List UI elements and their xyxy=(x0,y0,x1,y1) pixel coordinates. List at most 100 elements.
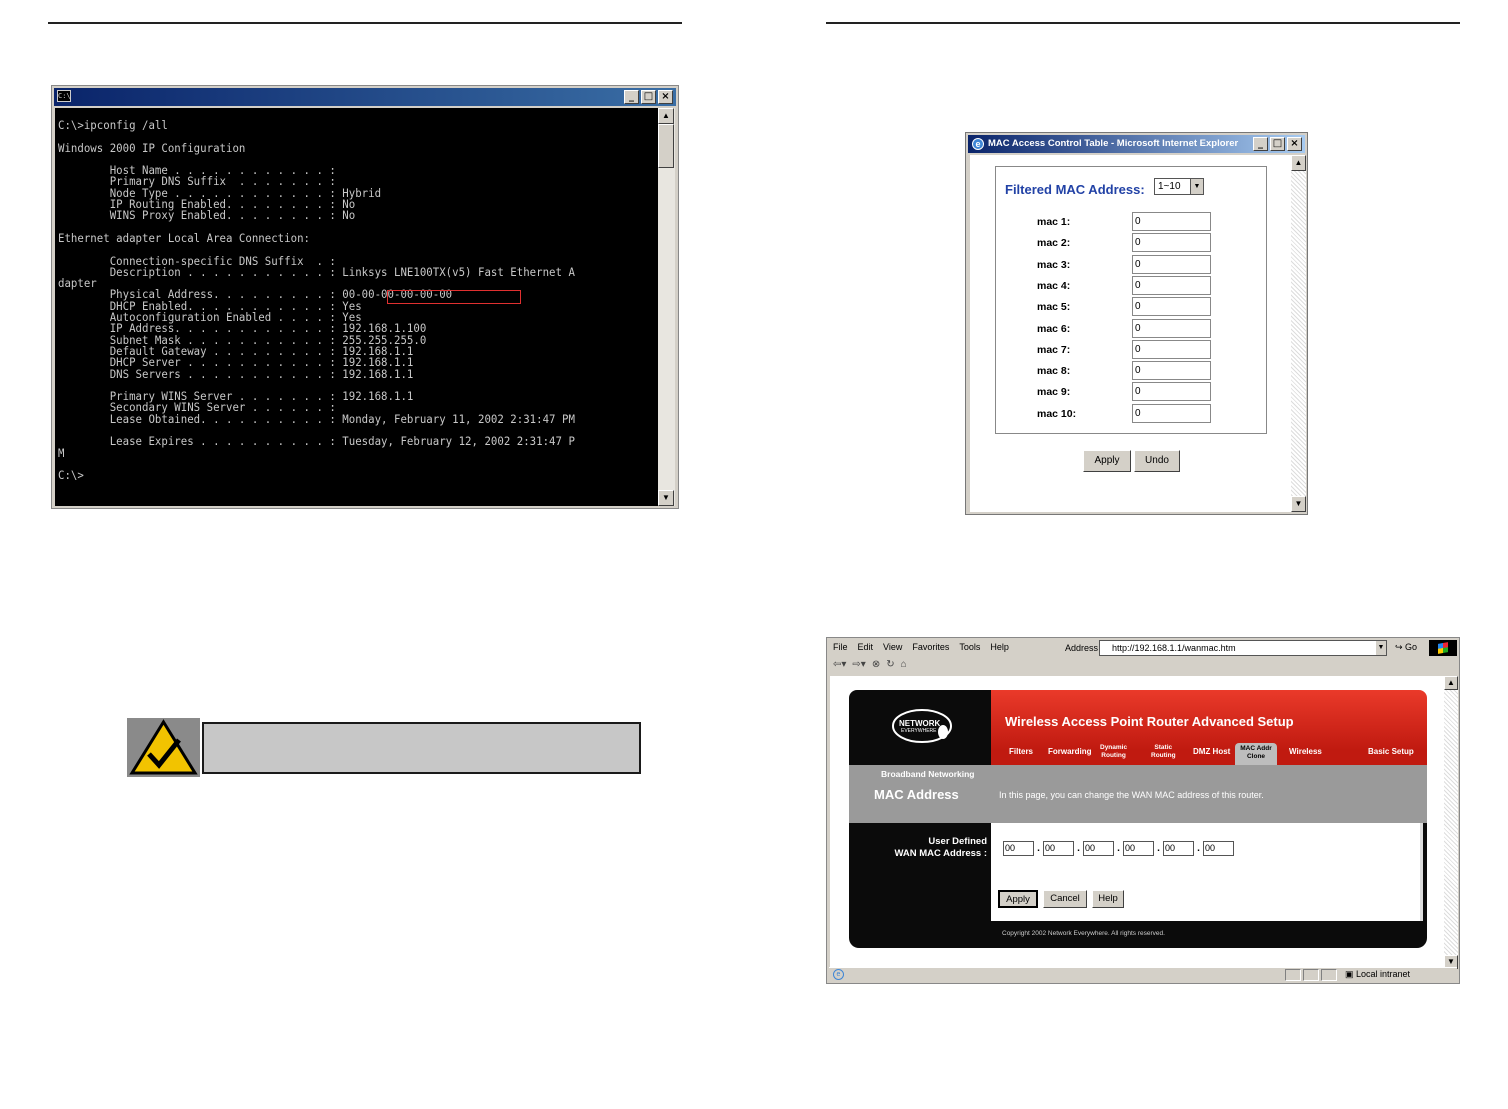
header-red xyxy=(991,690,1427,750)
wan-mac-field-label: User Defined WAN MAC Address : xyxy=(879,836,987,860)
tab-mac-label-1: MAC Addr xyxy=(1240,745,1272,752)
menu-item[interactable]: File xyxy=(833,642,848,652)
network-everywhere-logo: NETWORK EVERYWHERE xyxy=(891,706,953,746)
octet-separator: . xyxy=(1157,843,1160,854)
tab-filters[interactable]: Filters xyxy=(1009,748,1033,756)
mac-input[interactable]: 0 xyxy=(1132,212,1211,231)
cmd-scrollbar[interactable]: ▲ ▼ xyxy=(658,108,675,506)
page-description: In this page, you can change the WAN MAC… xyxy=(999,790,1264,800)
popup-scrollbar[interactable]: ▲ ▼ xyxy=(1291,155,1306,512)
apply-button[interactable]: Apply xyxy=(1083,450,1131,472)
back-icon[interactable]: ⇦▾ xyxy=(833,659,847,670)
mac-row: mac 4:0 xyxy=(996,275,1256,296)
scroll-thumb[interactable] xyxy=(658,124,674,168)
cmd-line: Default Gateway . . . . . . . . . : 192.… xyxy=(58,344,414,358)
address-bar[interactable]: http://192.168.1.1/wanmac.htm xyxy=(1099,640,1387,656)
stop-icon[interactable]: ⊗ xyxy=(871,659,881,670)
forward-icon[interactable]: ⇨▾ xyxy=(852,659,866,670)
refresh-icon[interactable]: ↻ xyxy=(886,659,895,670)
field-label-line-1: User Defined xyxy=(928,836,987,847)
maximize-button[interactable]: □ xyxy=(641,90,656,104)
tab-basic-setup[interactable]: Basic Setup xyxy=(1368,748,1414,756)
cmd-line: Connection-specific DNS Suffix . : xyxy=(58,254,336,268)
mac-octet-input[interactable]: 00 xyxy=(1083,841,1114,856)
cmd-icon[interactable]: C:\ xyxy=(57,90,71,102)
mac-row: mac 10: 0 xyxy=(996,403,1256,424)
close-button[interactable]: × xyxy=(658,90,673,104)
mac-input[interactable]: 0 xyxy=(1132,382,1211,402)
apply-button[interactable]: Apply xyxy=(998,890,1038,908)
mac-input[interactable]: 0 xyxy=(1132,254,1211,274)
mac-row: mac 8:0 xyxy=(996,361,1256,381)
close-button[interactable]: × xyxy=(1287,137,1302,151)
filter-range-select[interactable]: 1~10 ▼ xyxy=(1154,178,1204,195)
mac-access-control-window: e MAC Access Control Table - Microsoft I… xyxy=(965,132,1308,515)
chevron-down-icon[interactable]: ▼ xyxy=(1376,641,1386,655)
title-band xyxy=(849,765,1427,823)
cmd-line: Lease Obtained. . . . . . . . . . : Mond… xyxy=(58,412,575,426)
mac-input[interactable]: 0 xyxy=(1132,318,1211,338)
physical-address-highlight xyxy=(387,290,521,304)
chevron-down-icon[interactable]: ▼ xyxy=(1190,179,1203,194)
cmd-line: IP Routing Enabled. . . . . . . . : No xyxy=(58,198,356,212)
tab-mac-label-2: Clone xyxy=(1246,753,1266,760)
tab-forwarding[interactable]: Forwarding xyxy=(1048,748,1092,756)
mac-octet-input[interactable]: 00 xyxy=(1003,841,1034,856)
tab-wireless[interactable]: Wireless xyxy=(1289,748,1322,756)
cmd-line: Primary DNS Suffix . . . . . . . : xyxy=(58,175,336,189)
mac-input[interactable]: 0 xyxy=(1132,361,1211,381)
mac-input[interactable]: 0 xyxy=(1132,403,1211,423)
maximize-button[interactable]: □ xyxy=(1270,137,1285,151)
minimize-button[interactable]: _ xyxy=(624,90,639,104)
mac-octet-input[interactable]: 00 xyxy=(1043,841,1074,856)
cmd-line: C:\>ipconfig /all xyxy=(58,119,168,132)
mac-input[interactable]: 0 xyxy=(1132,339,1211,359)
mac-label: mac 5: xyxy=(1037,301,1071,314)
scroll-up-arrow-icon[interactable]: ▲ xyxy=(1444,676,1458,690)
scroll-down-arrow-icon[interactable]: ▼ xyxy=(658,490,674,506)
mac-label: mac 3: xyxy=(1037,258,1071,271)
mac-row: mac 6:0 xyxy=(996,318,1256,339)
mac-octet-input[interactable]: 00 xyxy=(1203,841,1234,856)
octet-separator: . xyxy=(1117,843,1120,854)
minimize-button[interactable]: _ xyxy=(1253,137,1268,151)
filtered-mac-label: Filtered MAC Address: xyxy=(1005,182,1145,197)
help-button[interactable]: Help xyxy=(1092,890,1124,908)
menu-item[interactable]: Edit xyxy=(857,642,874,652)
menu-item[interactable]: Favorites xyxy=(912,642,950,652)
tab-dmz-host[interactable]: DMZ Host xyxy=(1193,748,1230,756)
browser-scrollbar[interactable]: ▲ ▼ xyxy=(1444,676,1458,969)
menu-item[interactable]: Help xyxy=(990,642,1009,652)
ie-icon: e xyxy=(972,138,984,150)
mac-row: mac 7:0 xyxy=(996,339,1256,360)
mac-input[interactable]: 0 xyxy=(1132,233,1211,253)
mac-octet-input[interactable]: 00 xyxy=(1123,841,1154,856)
scroll-up-arrow-icon[interactable]: ▲ xyxy=(1291,155,1306,171)
go-button[interactable]: ↪ Go xyxy=(1395,642,1418,652)
cmd-line: M xyxy=(58,446,65,460)
browser-content: NETWORK EVERYWHERE Wireless Access Point… xyxy=(830,676,1444,969)
scroll-down-arrow-icon[interactable]: ▼ xyxy=(1291,496,1306,512)
mac-input[interactable]: 0 xyxy=(1132,297,1211,317)
page-icon: e xyxy=(833,969,844,980)
home-icon[interactable]: ⌂ xyxy=(900,659,907,670)
cancel-button[interactable]: Cancel xyxy=(1043,890,1087,908)
mac-input[interactable]: 0 xyxy=(1132,275,1211,295)
zone-label: Local intranet xyxy=(1356,969,1411,979)
popup-title: MAC Access Control Table - Microsoft Int… xyxy=(988,138,1239,149)
status-cell xyxy=(1285,969,1301,981)
scroll-up-arrow-icon[interactable]: ▲ xyxy=(658,108,674,124)
mac-octet-input[interactable]: 00 xyxy=(1163,841,1194,856)
undo-button[interactable]: Undo xyxy=(1134,450,1180,472)
mac-label: mac 10: xyxy=(1037,407,1077,420)
menu-item[interactable]: View xyxy=(883,642,903,652)
cmd-title-bar[interactable]: C:\ _ □ × xyxy=(54,88,676,106)
menu-item[interactable]: Tools xyxy=(959,642,981,652)
popup-title-bar[interactable]: e MAC Access Control Table - Microsoft I… xyxy=(968,135,1305,153)
